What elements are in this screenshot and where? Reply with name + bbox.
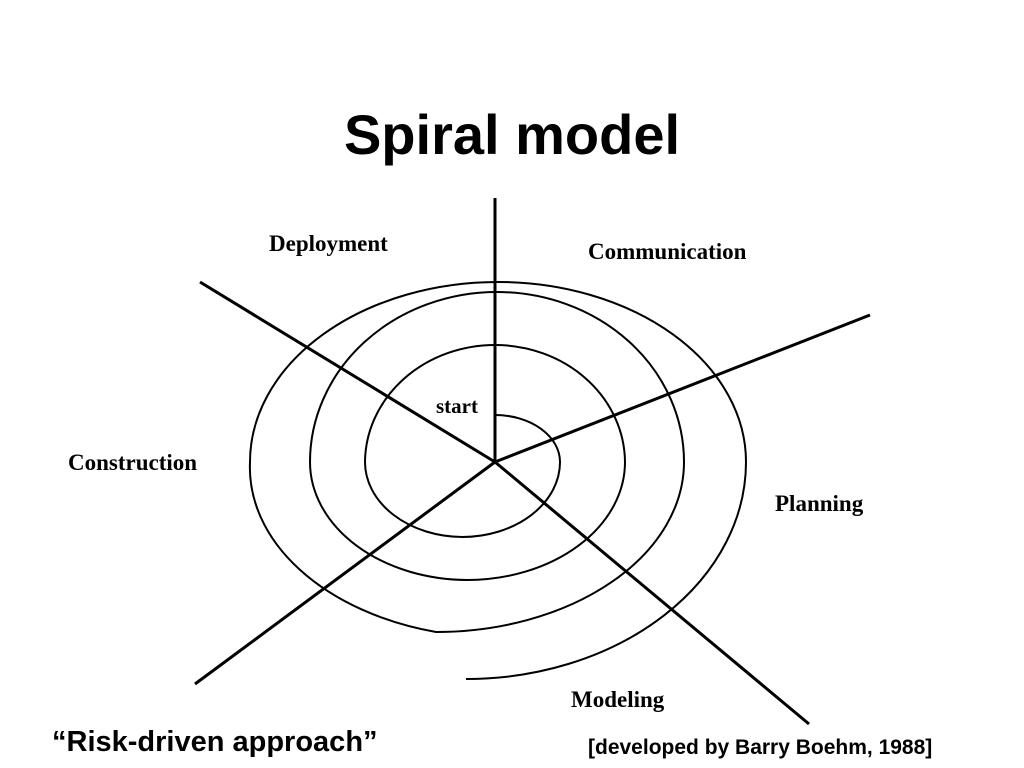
start-label: start: [436, 394, 478, 418]
tagline: “Risk-driven approach”: [52, 726, 378, 758]
phase-axes: [194, 198, 871, 726]
axis-lower-right: [494, 460, 810, 726]
slide-title: Spiral model: [343, 103, 681, 166]
phase-label-construction: Construction: [68, 450, 197, 475]
phase-label-deployment: Deployment: [269, 231, 388, 256]
phase-label-modeling: Modeling: [571, 687, 665, 712]
axis-upper-right: [494, 313, 871, 464]
axis-lower-left: [194, 460, 496, 686]
phase-label-communication: Communication: [588, 239, 747, 264]
credit-note: [developed by Barry Boehm, 1988]: [588, 736, 933, 759]
spiral-path: [248, 280, 748, 680]
axis-upper-left: [199, 280, 496, 464]
phase-label-planning: Planning: [775, 491, 864, 516]
